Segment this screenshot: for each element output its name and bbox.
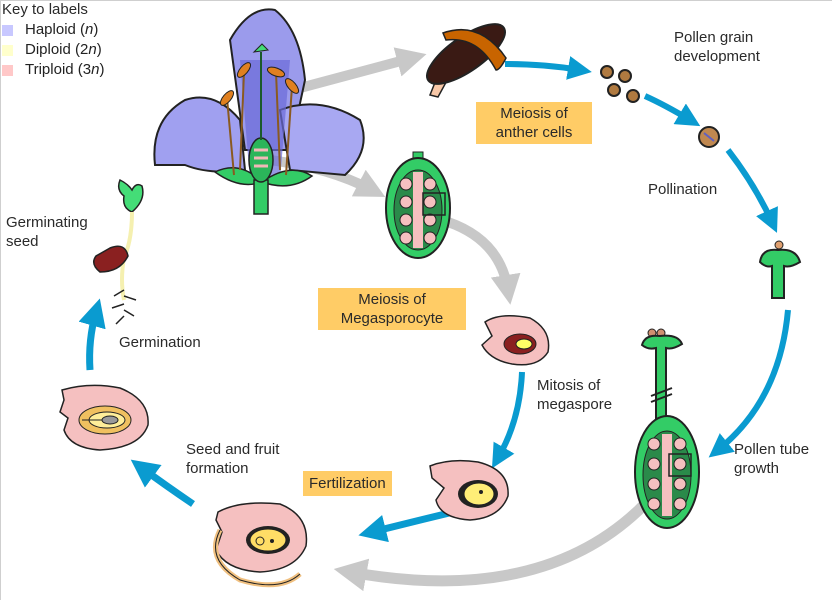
anther-illustration — [426, 23, 507, 98]
cycle-arrow-pollen-tube — [708, 309, 791, 458]
legend-label: Triploid (3n) — [25, 60, 105, 78]
cycle-arrow-pollen-to-grain — [643, 93, 701, 127]
cycle-arrow-pollination — [725, 148, 778, 233]
flower-illustration — [153, 8, 365, 215]
legend-title: Key to labels — [2, 1, 88, 18]
legend-item-haploid: Haploid (n) — [2, 19, 104, 39]
legend-item-diploid: Diploid (2n) — [2, 39, 104, 59]
ovule-fertilization-illustration — [429, 459, 509, 521]
frame-top-border — [0, 0, 832, 1]
cycle-arrow-anther-to-pollen — [504, 56, 592, 80]
arrow-ovary-to-seed — [333, 481, 667, 592]
haploid-swatch — [2, 25, 13, 36]
ovary-illustration — [385, 151, 451, 259]
legend-label: Diploid (2n) — [25, 40, 102, 58]
pistil-pollen-tube-illustration — [634, 328, 700, 529]
cycle-arrow-seed-formation — [130, 459, 195, 507]
mature-seed-illustration — [59, 384, 149, 451]
germinating-seedling-illustration — [93, 178, 144, 325]
label-pollination: Pollination — [648, 181, 718, 198]
cycle-arrow-germination — [78, 298, 106, 371]
label-germination: Germination — [119, 334, 201, 351]
ovule-megaspore-illustration — [481, 315, 550, 366]
label-fertilization: Fertilization — [303, 471, 392, 496]
frame-left-border — [0, 0, 1, 600]
pollen-grains-illustration — [600, 65, 640, 103]
diploid-swatch — [2, 45, 13, 56]
legend: Key to labels Haploid (n) Diploid (2n) T… — [2, 0, 104, 79]
arrow-ovary-to-ovule — [446, 217, 521, 305]
arrow-flower-to-anther — [298, 47, 427, 93]
legend-label: Haploid (n) — [25, 20, 99, 38]
triploid-swatch — [2, 65, 13, 76]
cycle-arrow-mitosis — [491, 371, 525, 469]
developing-seed-illustration — [213, 502, 308, 588]
legend-item-triploid: Triploid (3n) — [2, 59, 104, 79]
pollen-grain-illustration — [698, 126, 720, 148]
stigma-illustration — [758, 240, 802, 299]
